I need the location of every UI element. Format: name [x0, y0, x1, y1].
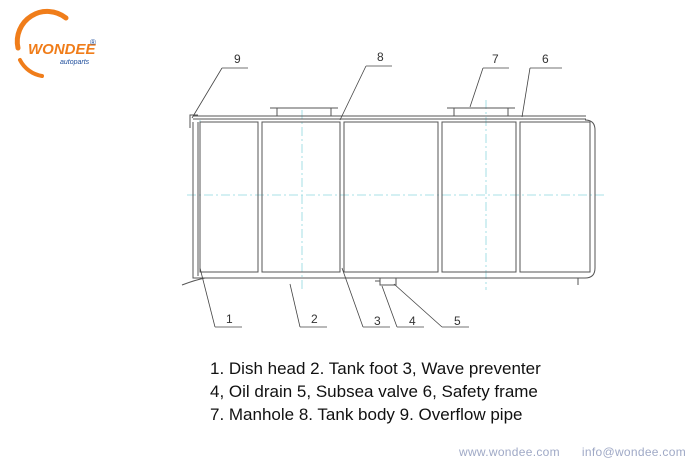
compartment-5	[519, 121, 591, 273]
tank-foot	[181, 277, 579, 286]
callout-8: 8	[377, 50, 384, 64]
manhole-left	[276, 107, 332, 117]
callout-7: 7	[492, 52, 499, 66]
callout-9: 9	[234, 52, 241, 66]
tank-body	[181, 107, 596, 286]
oil-drain	[379, 277, 397, 286]
wondee-logo: WONDEE ® autoparts	[14, 8, 96, 78]
callout-5: 5	[454, 314, 461, 328]
compartment-4	[441, 121, 517, 273]
legend-line-3: 7. Manhole 8. Tank body 9. Overflow pipe	[210, 405, 523, 424]
callout-numbers: 9 8 7 6 1 2 3 4 5	[226, 50, 549, 328]
logo-subtitle: autoparts	[60, 59, 90, 66]
leader-lines	[191, 65, 562, 328]
callout-6: 6	[542, 52, 549, 66]
manhole-right	[453, 107, 509, 117]
callout-3: 3	[374, 314, 381, 328]
parts-legend: 1. Dish head 2. Tank foot 3, Wave preven…	[210, 357, 541, 426]
legend-line-2: 4, Oil drain 5, Subsea valve 6, Safety f…	[210, 382, 538, 401]
callout-1: 1	[226, 312, 233, 326]
compartment-1	[199, 121, 259, 273]
centerlines	[187, 100, 606, 290]
legend-line-1: 1. Dish head 2. Tank foot 3, Wave preven…	[210, 359, 541, 378]
contact-footer: www.wondee.com info@wondee.com	[459, 445, 686, 459]
logo-brand: WONDEE	[28, 41, 96, 58]
callout-2: 2	[311, 312, 318, 326]
overflow-pipe	[189, 114, 198, 128]
compartment-3	[343, 121, 439, 273]
compartment-2	[261, 121, 341, 273]
email-link[interactable]: info@wondee.com	[581, 445, 686, 459]
callout-4: 4	[409, 314, 416, 328]
website-link[interactable]: www.wondee.com	[459, 445, 560, 459]
logo-registered-mark: ®	[90, 38, 96, 47]
